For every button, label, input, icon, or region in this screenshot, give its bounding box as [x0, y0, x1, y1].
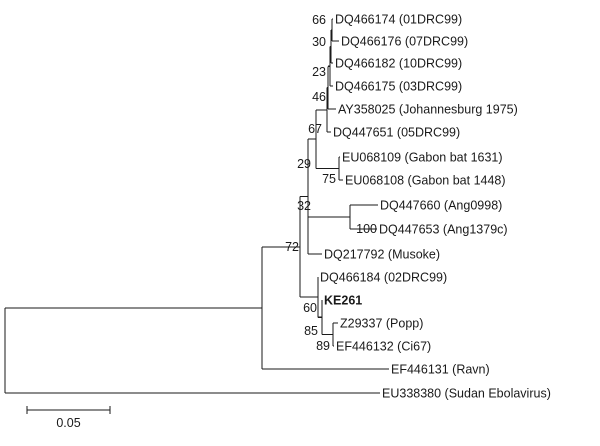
bootstrap-value: 46: [312, 90, 326, 104]
taxon-label: DQ466174 (01DRC99): [335, 13, 462, 27]
bootstrap-value: 100: [356, 222, 377, 236]
taxon-label: DQ466175 (03DRC99): [335, 80, 462, 94]
scale-bar-label: 0.05: [56, 416, 80, 430]
taxon-label: DQ447651 (05DRC99): [333, 126, 460, 140]
bootstrap-value: 30: [312, 35, 326, 49]
taxon-label: DQ466182 (10DRC99): [335, 57, 462, 71]
bootstrap-value: 72: [285, 240, 299, 254]
taxon-label: EU068109 (Gabon bat 1631): [342, 151, 503, 165]
taxon-label: KE261: [324, 294, 362, 308]
bootstrap-value: 75: [322, 172, 336, 186]
taxon-label: EU338380 (Sudan Ebolavirus): [382, 387, 551, 401]
bootstrap-value: 67: [308, 122, 322, 136]
bootstrap-value: 60: [303, 301, 317, 315]
taxon-label: DQ466176 (07DRC99): [341, 35, 468, 49]
bootstrap-value: 89: [316, 339, 330, 353]
bootstrap-value: 29: [297, 157, 311, 171]
taxon-label: DQ447660 (Ang0998): [380, 199, 502, 213]
taxon-label: Z29337 (Popp): [340, 317, 423, 331]
taxon-label: EU068108 (Gabon bat 1448): [345, 174, 506, 188]
taxon-label: AY358025 (Johannesburg 1975): [338, 103, 518, 117]
taxon-label: DQ217792 (Musoke): [324, 248, 440, 262]
bootstrap-value: 66: [312, 13, 326, 27]
scale-bar: 0.05: [26, 406, 111, 430]
tree-branches: [4, 18, 389, 394]
taxon-label: EF446132 (Ci67): [336, 340, 431, 354]
bootstrap-value: 85: [304, 324, 318, 338]
taxon-labels: DQ466174 (01DRC99) DQ466176 (07DRC99) DQ46…: [320, 13, 551, 401]
taxon-label: DQ466184 (02DRC99): [320, 271, 447, 285]
taxon-label: DQ447653 (Ang1379c): [379, 223, 508, 237]
bootstrap-value: 32: [297, 199, 311, 213]
bootstrap-value: 23: [312, 65, 326, 79]
taxon-label: EF446131 (Ravn): [391, 363, 490, 377]
